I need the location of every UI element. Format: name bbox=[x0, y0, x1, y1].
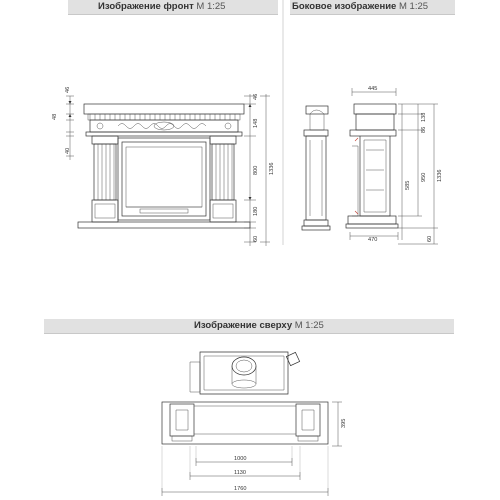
section-marker bbox=[354, 137, 359, 215]
side-elevation-left bbox=[301, 105, 331, 231]
dim-side-1336: 1336 bbox=[437, 170, 443, 182]
dim-side-60: 60 bbox=[427, 236, 433, 242]
firebox-top bbox=[189, 351, 301, 395]
dim-top-1130: 1130 bbox=[234, 470, 246, 476]
front-view-title: Изображение фронт bbox=[98, 1, 194, 12]
dim-front-60: 60 bbox=[253, 236, 259, 242]
mantel-dentil-band bbox=[87, 113, 241, 121]
dim-side-470: 470 bbox=[368, 237, 377, 243]
side-top-dimension bbox=[351, 88, 397, 96]
top-view-scale: М 1:25 bbox=[294, 320, 324, 331]
front-left-dimensions bbox=[66, 95, 74, 160]
dim-front-180: 180 bbox=[253, 207, 259, 216]
dim-front-800: 800 bbox=[253, 166, 259, 175]
side-right-dimensions bbox=[398, 103, 438, 245]
dim-top-1000: 1000 bbox=[234, 456, 246, 462]
dim-top-395: 395 bbox=[341, 419, 347, 428]
top-view-drawing: 395 1000 1130 1760 bbox=[161, 351, 347, 496]
left-column bbox=[91, 135, 119, 223]
dim-front-46-right: 46 bbox=[253, 94, 259, 100]
top-view-header: Изображение сверху М 1:25 bbox=[44, 319, 454, 334]
dim-top-1760: 1760 bbox=[234, 486, 246, 492]
dim-front-148: 148 bbox=[253, 119, 259, 128]
dentil-row bbox=[89, 114, 236, 120]
dim-side-138: 138 bbox=[421, 113, 427, 122]
dim-front-48: 48 bbox=[52, 114, 58, 120]
flue-outlet bbox=[285, 351, 301, 367]
dim-front-46-top: 46 bbox=[65, 87, 71, 93]
side-view-drawing: 445 470 138 86 585 950 1336 60 bbox=[301, 86, 443, 245]
top-depth-dimension bbox=[332, 401, 342, 447]
side-section bbox=[345, 103, 399, 229]
top-width-dimensions bbox=[161, 446, 329, 496]
front-view-header: Изображение фронт М 1:25 bbox=[68, 0, 278, 15]
frieze-ornament bbox=[96, 121, 232, 131]
lower-cornice bbox=[85, 131, 243, 137]
side-view-scale: М 1:25 bbox=[398, 1, 429, 12]
hearth-base bbox=[77, 221, 251, 229]
side-view-header: Боковое изображение М 1:25 bbox=[290, 0, 455, 15]
dim-side-585: 585 bbox=[405, 181, 411, 190]
side-bottom-dimension bbox=[349, 232, 399, 240]
top-view-title: Изображение сверху bbox=[194, 320, 293, 331]
firebox bbox=[117, 137, 211, 221]
front-right-dimensions bbox=[244, 94, 270, 246]
side-view-title: Боковое изображение bbox=[292, 1, 397, 12]
mantel-footprint bbox=[161, 401, 329, 445]
front-view-scale: М 1:25 bbox=[196, 1, 226, 12]
mantel-top bbox=[83, 103, 245, 115]
front-view-drawing: 46 48 40 46 148 800 1336 180 60 bbox=[52, 87, 275, 246]
dim-front-40: 40 bbox=[65, 148, 71, 154]
dim-side-445: 445 bbox=[368, 86, 377, 92]
dim-side-950: 950 bbox=[421, 173, 427, 182]
dim-side-86: 86 bbox=[421, 127, 427, 133]
right-column bbox=[209, 135, 237, 223]
dim-front-1336: 1336 bbox=[269, 163, 275, 175]
